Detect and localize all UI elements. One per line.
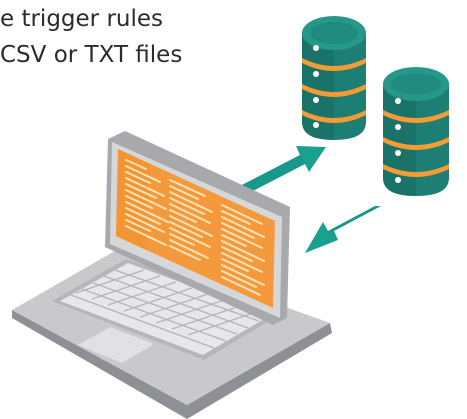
caption-line-2: CSV or TXT files bbox=[0, 42, 183, 68]
upload-arrow-icon bbox=[238, 146, 326, 196]
caption-line-1: e trigger rules bbox=[0, 6, 163, 32]
download-arrow-icon bbox=[305, 206, 381, 253]
database-server-icon bbox=[302, 16, 366, 140]
laptop-with-code-icon bbox=[12, 131, 332, 419]
database-server-icon bbox=[383, 67, 449, 196]
